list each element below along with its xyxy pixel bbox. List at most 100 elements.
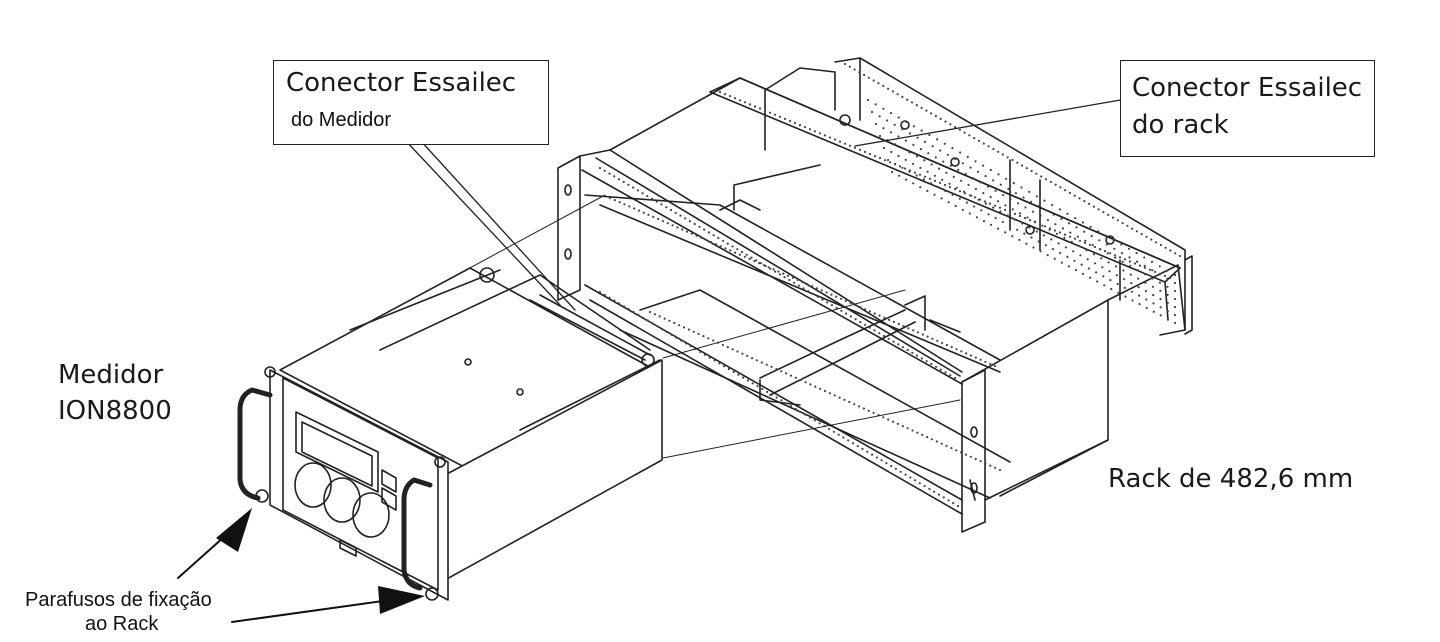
- perforation-dot: [969, 455, 972, 458]
- perforation-dot: [1059, 186, 1062, 189]
- perforation-dot: [859, 306, 862, 309]
- perforation-dot: [916, 431, 919, 434]
- perforation-dot: [878, 157, 882, 160]
- perforation-dot: [1131, 227, 1134, 230]
- perforation-dot: [973, 196, 977, 199]
- perforation-dot: [864, 323, 867, 326]
- perforation-dot: [1035, 195, 1038, 198]
- perforation-dot: [994, 189, 997, 192]
- alignment-lines: [339, 194, 961, 459]
- perforation-dot: [997, 150, 1000, 153]
- perforation-dot: [890, 150, 893, 154]
- perforation-dot: [955, 186, 958, 189]
- handle-icon: [237, 387, 273, 501]
- perforation-dot: [1006, 156, 1009, 159]
- perforation-dot: [1044, 178, 1048, 181]
- perforation-dot: [911, 429, 914, 432]
- perforation-dot: [1163, 274, 1167, 277]
- perforation-dot: [975, 216, 979, 219]
- perforation-dot: [882, 127, 885, 130]
- perforation-dot: [938, 181, 942, 184]
- perforation-dot: [1028, 190, 1031, 193]
- perforation-dot: [918, 482, 921, 485]
- perforation-dot: [1049, 180, 1052, 183]
- perforation-dot: [1048, 228, 1051, 231]
- perforation-dot: [1058, 231, 1062, 234]
- perforation-dot: [768, 111, 772, 114]
- perforation-dot: [951, 147, 954, 150]
- perforation-dot: [1020, 186, 1023, 189]
- perforation-dot: [890, 465, 893, 468]
- perforation-dot: [913, 171, 917, 174]
- perforation-dot: [1123, 286, 1126, 289]
- perforation-dot: [873, 155, 877, 158]
- perforation-dot: [1121, 222, 1124, 225]
- perforation-dot: [1140, 233, 1143, 236]
- perforation-dot: [1055, 232, 1059, 235]
- perforation-dot: [1002, 193, 1005, 197]
- perforation-dot: [751, 357, 754, 360]
- perforation-dot: [1088, 202, 1091, 205]
- perforation-dot: [618, 302, 621, 305]
- perforation-dot: [883, 316, 886, 319]
- perforation-dot: [783, 276, 786, 279]
- perforation-dot: [1046, 218, 1049, 222]
- perforation-dot: [963, 131, 966, 134]
- perforation-dot: [813, 130, 817, 133]
- perforation-dot: [916, 136, 919, 139]
- perforation-dot: [901, 128, 904, 131]
- perforation-dot: [804, 381, 807, 384]
- perforation-dot: [1007, 187, 1010, 190]
- perforation-dot: [707, 337, 710, 340]
- perforation-dot: [668, 319, 671, 322]
- perforation-dot: [897, 322, 900, 326]
- perforation-dot: [1097, 230, 1100, 233]
- perforation-dot: [1053, 229, 1057, 232]
- perforation-dot: [598, 290, 602, 294]
- perforation-dot: [1052, 213, 1055, 216]
- perforation-dot: [807, 290, 810, 293]
- perforation-dot: [832, 430, 836, 433]
- perforation-dot: [1138, 264, 1142, 267]
- perforation-dot: [689, 345, 692, 348]
- perforation-dot: [901, 95, 904, 98]
- perforation-dot: [1173, 297, 1177, 301]
- perforation-dot: [1073, 237, 1077, 240]
- perforation-dot: [1129, 273, 1132, 276]
- perforation-dot: [934, 115, 938, 118]
- perforation-dot: [669, 208, 673, 212]
- perforation-dot: [728, 95, 732, 98]
- perforation-dot: [916, 354, 919, 357]
- perforation-dot: [758, 262, 761, 265]
- perforation-dot: [1111, 216, 1115, 219]
- perforation-dot: [641, 192, 644, 195]
- perforation-dot: [878, 332, 881, 335]
- perforation-dot: [799, 378, 802, 382]
- perforation-dot: [1074, 217, 1077, 220]
- perforation-dot: [1083, 230, 1086, 233]
- perforation-dot: [1075, 226, 1078, 229]
- perforation-dot: [963, 192, 967, 195]
- perforation-dot: [1130, 282, 1133, 285]
- perforation-dot: [1143, 264, 1146, 267]
- perforation-dot: [661, 220, 665, 223]
- rack-size-label: Rack de 482,6 mm: [1108, 464, 1354, 494]
- perforation-dot: [923, 175, 927, 178]
- perforation-dot: [736, 350, 739, 353]
- perforation-dot: [948, 182, 951, 185]
- perforation-dot: [690, 232, 693, 235]
- perforation-dot: [684, 217, 687, 220]
- perforation-dot: [698, 225, 701, 228]
- perforation-dot: [1101, 266, 1104, 269]
- perforation-dot: [1126, 224, 1129, 227]
- perforation-dot: [873, 312, 876, 315]
- perforation-dot: [843, 62, 847, 66]
- perforation-dot: [982, 164, 985, 167]
- perforation-dot: [891, 90, 895, 93]
- perforation-dot: [657, 217, 660, 221]
- perforation-dot: [1025, 167, 1028, 170]
- perforation-dot: [936, 138, 939, 141]
- perforation-dot: [1112, 238, 1115, 242]
- perforation-dot: [1016, 202, 1020, 205]
- perforation-dot: [1178, 254, 1182, 258]
